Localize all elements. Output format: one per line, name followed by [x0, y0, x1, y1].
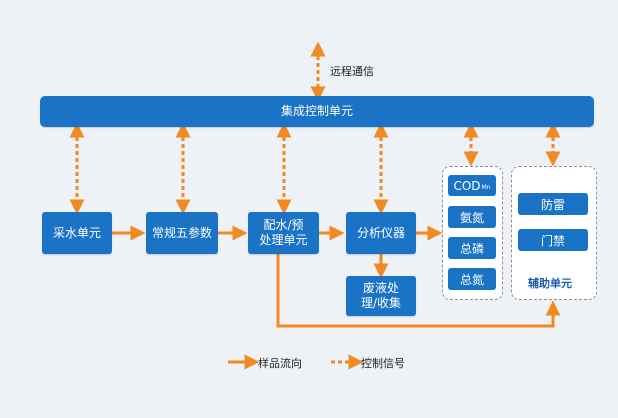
- access-control-item: 门禁: [518, 229, 588, 251]
- ammonia-item: 氨氮: [448, 206, 496, 228]
- five-params-unit: 常规五参数: [146, 212, 218, 254]
- cod-sub-label: Mn: [481, 184, 491, 191]
- legend-flow-label: 样品流向: [258, 357, 302, 370]
- lightning-protection-item: 防雷: [518, 193, 588, 215]
- analyzer-unit: 分析仪器: [346, 212, 416, 254]
- integrated-control-unit: 集成控制单元: [40, 96, 594, 127]
- pretreatment-unit: 配水/预 处理单元: [248, 212, 319, 254]
- legend-signal-label: 控制信号: [361, 357, 405, 370]
- flow-pretreat-aux: [276, 254, 561, 328]
- total-nitrogen-item: 总氮: [448, 268, 496, 290]
- total-phosphorus-item: 总磷: [448, 237, 496, 259]
- sampling-unit: 采水单元: [42, 212, 112, 254]
- remote-comm-label: 远程通信: [330, 65, 374, 78]
- waste-unit: 废液处 理/收集: [346, 276, 416, 316]
- cod-main-label: COD: [453, 178, 481, 193]
- aux-unit-label: 辅助单元: [528, 277, 572, 290]
